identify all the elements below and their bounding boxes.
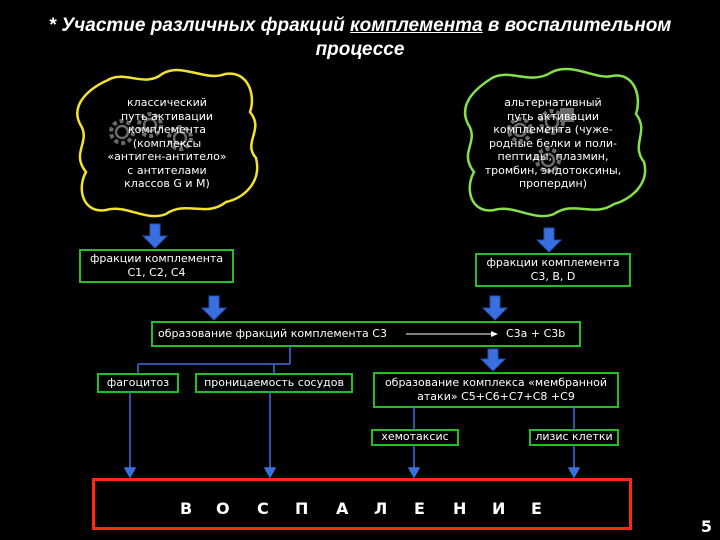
alternative-pathway-text: альтернативный путь активации комплемент… (470, 96, 636, 191)
alternative-line: комплемента (чуже- (493, 123, 613, 136)
inflammation-letter: Е (531, 499, 542, 518)
inflammation-letter: Л (374, 499, 388, 518)
alternative-line: тромбин, эндотоксины, (484, 163, 622, 177)
alternative-line: пептиды, плазмин, (497, 150, 609, 163)
inflammation-letter: А (336, 499, 349, 518)
c3-formation-label: образование фракций комплемента С3 (158, 327, 387, 340)
permeability-down-arrowhead (263, 467, 277, 479)
inflammation-letter: Е (414, 499, 425, 518)
page-number: 5 (700, 517, 712, 536)
phagocytosis-down-arrowhead (123, 467, 137, 479)
classical-line: с антителами (127, 163, 207, 177)
title-line-1: * Участие различных фракций комплемента … (10, 14, 710, 38)
alternative-line: путь активации (506, 109, 600, 123)
mac-line-2: атаки» С5+С6+С7+С8 +С9 (417, 390, 575, 403)
title-line-2: процессе (315, 39, 405, 60)
fractions-right-box: фракции комплемента С3, В, D (476, 256, 630, 284)
fractions-right-box-border (475, 253, 631, 287)
inflammation-letter: И (492, 499, 506, 518)
chemotaxis-down-arrowhead (407, 467, 421, 479)
alternative-line: родные белки и поли- (488, 136, 618, 150)
inflammation-letter: С (257, 499, 269, 518)
classical-pathway-blob (76, 68, 259, 218)
classical-line: комплемента (127, 123, 207, 136)
chemotaxis-box-border (371, 429, 459, 446)
lysis-down-arrowhead (567, 467, 581, 479)
inflammation-letter: Н (453, 499, 467, 518)
inflammation-letter: В (180, 499, 193, 518)
title-star: * (48, 15, 57, 36)
classical-line: классов G и М) (124, 177, 210, 190)
permeability-label: проницаемость сосудов (204, 376, 344, 389)
title-part-1: Участие различных фракций (61, 15, 345, 36)
chemotaxis-label: хемотаксис (381, 430, 449, 443)
fractions-left-line-2: С1, С2, С4 (127, 266, 186, 279)
block-arrow-right-to-c3 (481, 295, 509, 321)
alternative-line: пропердин) (518, 177, 588, 190)
fractions-right-line-2: С3, В, D (530, 270, 576, 283)
classical-line: «антиген-антитело» (107, 150, 227, 163)
inflammation-letter: П (295, 499, 309, 518)
square-icon-right (560, 108, 574, 122)
block-arrow-left-to-c3 (200, 295, 228, 321)
title-underlined-word: комплемента (350, 15, 483, 36)
classical-line: (комплексы (132, 136, 202, 150)
alternative-pathway-blob (463, 67, 647, 218)
title-part-2: в воспалительном (487, 15, 672, 36)
classical-pathway-text: классический путь активации комплемента … (92, 96, 242, 191)
fractions-right-line-1: фракции комплемента (486, 256, 620, 269)
slide-title: * Участие различных фракций комплемента … (10, 14, 710, 62)
classical-line: путь активации (120, 109, 214, 123)
c3-inner-arrowhead (491, 331, 498, 337)
block-arrow-classical (141, 223, 169, 249)
block-arrow-c3-to-mac (479, 348, 507, 372)
fractions-left-line-1: фракции комплемента (89, 252, 224, 265)
c3-box-border (151, 321, 581, 347)
classical-line: классический (127, 96, 207, 109)
alternative-line: альтернативный (504, 96, 602, 109)
mac-line-1: образование комплекса «мембранной (384, 376, 608, 389)
c3-formation-result: С3a + С3b (506, 327, 566, 340)
fractions-left-box: фракции комплемента С1, С2, С4 (80, 252, 233, 280)
mac-box-border (373, 372, 619, 408)
inflammation-letter: О (216, 499, 230, 518)
mac-box: образование комплекса «мембранной атаки»… (374, 376, 618, 404)
fractions-left-box-border (79, 249, 234, 283)
cell-lysis-label: лизис клетки (535, 430, 613, 443)
phagocytosis-label: фагоцитоз (106, 376, 170, 389)
block-arrow-alternative (535, 227, 563, 253)
inflammation-frame: В О С П А Л Е Н И Е (92, 478, 632, 530)
